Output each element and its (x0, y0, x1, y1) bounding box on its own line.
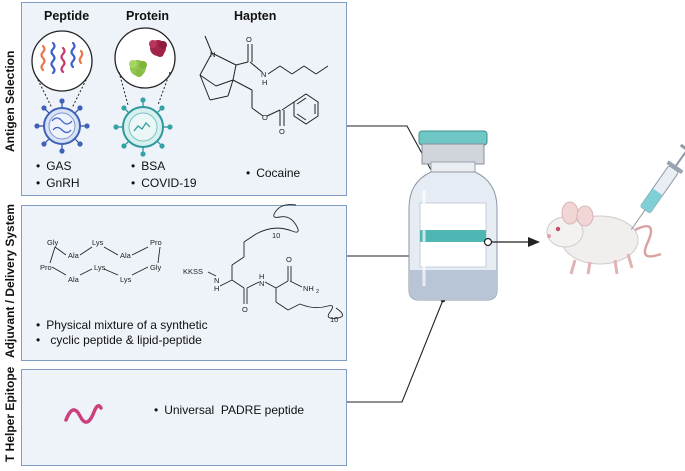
svg-text:Lys: Lys (92, 238, 104, 247)
svg-text:Ala: Ala (120, 251, 132, 260)
protein-heading: Protein (126, 9, 170, 23)
svg-text:Pro: Pro (40, 263, 52, 272)
svg-text:KKSS: KKSS (183, 267, 203, 276)
svg-text:Pro: Pro (150, 238, 162, 247)
peptide-item-gnrh: GnRH (36, 176, 79, 190)
svg-text:Gly: Gly (150, 263, 162, 272)
hapten-nh-label-n: N (261, 70, 266, 79)
svg-text:O: O (286, 255, 292, 264)
hapten-ester-o-label: O (262, 113, 268, 122)
cocaine-structure (199, 35, 329, 126)
svg-text:H: H (214, 284, 219, 293)
peptide-virus-particle-icon (34, 98, 90, 154)
svg-text:Lys: Lys (120, 275, 132, 284)
cyclic-peptide-labels: Gly Ala Lys Ala Pro Pro Ala Lys Lys Gly (40, 238, 162, 284)
svg-text:Lys: Lys (94, 263, 106, 272)
svg-text:Ala: Ala (68, 251, 80, 260)
protein-item-bsa: BSA (131, 159, 165, 173)
peptide-zoom-icon (31, 30, 93, 109)
adjuvant-description-line1: Physical mixture of a synthetic (36, 318, 207, 332)
padre-peptide-icon (64, 404, 103, 424)
protein-zoom-icon (114, 27, 176, 106)
svg-text:N: N (214, 276, 219, 285)
hapten-heading: Hapten (234, 9, 277, 23)
adjuvant-description-line2: •cyclic peptide & lipid-peptide (36, 333, 201, 347)
cyclic-peptide-structure (49, 246, 161, 276)
lipid-peptide-labels: KKSS N H O H N O NH 2 10 10 (183, 231, 338, 324)
svg-text:10: 10 (330, 315, 338, 324)
svg-text:N: N (259, 279, 264, 288)
t-helper-epitope-panel (21, 369, 347, 466)
svg-text:10: 10 (272, 231, 280, 240)
lipid-peptide-structure (207, 204, 343, 319)
svg-text:Ala: Ala (68, 275, 80, 284)
hapten-carbonyl-o-label: O (279, 127, 285, 136)
svg-text:O: O (242, 305, 248, 314)
peptide-heading: Peptide (44, 9, 90, 23)
syringe-icon (630, 143, 685, 230)
protein-virus-particle-icon (113, 97, 173, 157)
peptide-item-gas: GAS (36, 159, 71, 173)
mouse-icon (546, 201, 662, 275)
padre-peptide-item: Universal PADRE peptide (154, 403, 304, 417)
hapten-item-cocaine: Cocaine (246, 166, 300, 180)
protein-item-covid: COVID-19 (131, 176, 196, 190)
vaccine-vial-icon (408, 130, 498, 301)
hapten-n-label: N (210, 50, 215, 59)
svg-text:NH: NH (303, 284, 314, 293)
arrow-head-icon (528, 237, 540, 247)
svg-text:H: H (259, 272, 264, 281)
hapten-nh-label-h: H (262, 78, 267, 87)
svg-text:2: 2 (316, 289, 319, 295)
hapten-o-label: O (246, 35, 252, 44)
svg-text:Gly: Gly (47, 238, 59, 247)
